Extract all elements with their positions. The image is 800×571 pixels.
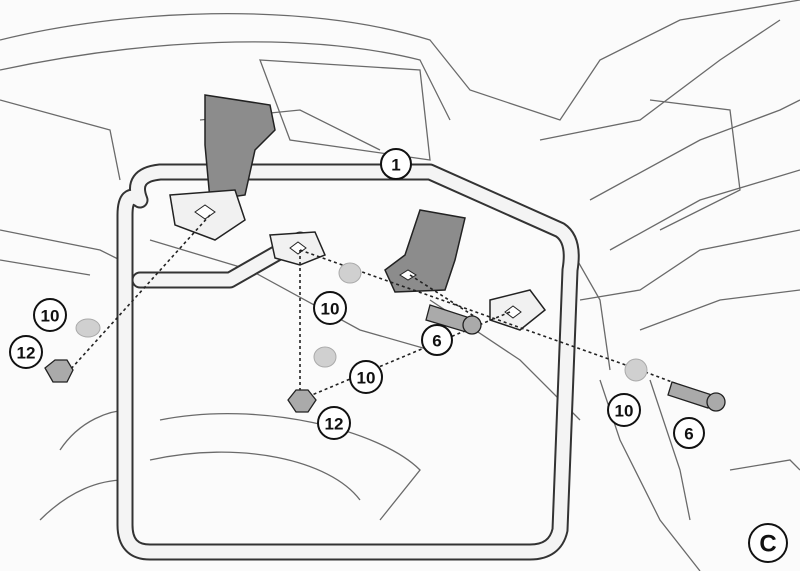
svg-text:10: 10: [357, 369, 376, 388]
right-bracket: [384, 209, 547, 331]
svg-text:10: 10: [615, 402, 634, 421]
callout-bolt-right: 6: [673, 417, 705, 449]
svg-text:10: 10: [321, 300, 340, 319]
svg-text:12: 12: [325, 415, 344, 434]
svg-text:10: 10: [41, 307, 60, 326]
step-label: C: [748, 523, 788, 563]
svg-text:1: 1: [391, 156, 400, 175]
nuts: [44, 359, 317, 413]
washers: [75, 262, 648, 382]
callout-bolt-mid: 6: [421, 324, 453, 356]
svg-text:12: 12: [17, 344, 36, 363]
callout-nut-left: 12: [9, 335, 43, 369]
svg-text:6: 6: [432, 332, 441, 351]
callout-washer-lower-mid: 10: [349, 360, 383, 394]
svg-text:C: C: [759, 531, 776, 558]
bolts: [425, 304, 726, 412]
callout-washer-upper-mid: 10: [313, 291, 347, 325]
callout-washer-right: 10: [607, 393, 641, 427]
callout-washer-left: 10: [33, 298, 67, 332]
svg-text:6: 6: [684, 425, 693, 444]
callout-nut-mid: 12: [317, 406, 351, 440]
callout-frame: 1: [380, 148, 412, 180]
